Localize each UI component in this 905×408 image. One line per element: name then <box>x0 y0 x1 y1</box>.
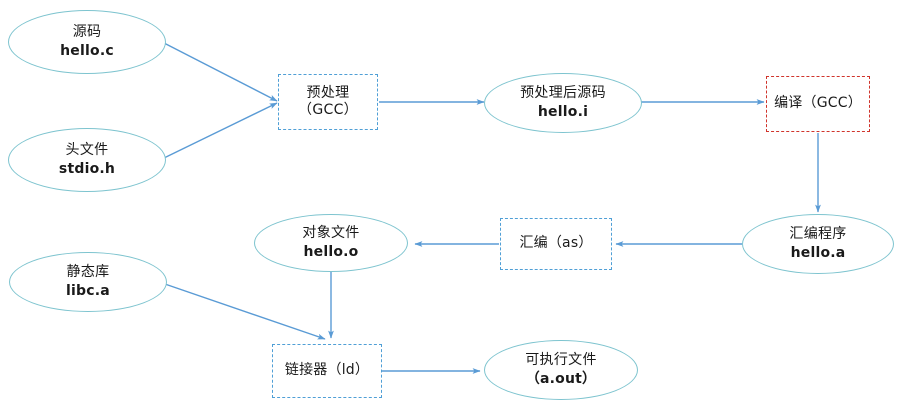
node-linker-label: 链接器（ld） <box>284 362 370 379</box>
node-preprocess-line1: 预处理 <box>306 84 350 101</box>
node-assembly-program-line1: 汇编程序 <box>789 226 847 243</box>
node-assembly-program-line2: hello.a <box>790 244 846 261</box>
node-preprocessed-source[interactable]: 预处理后源码 hello.i <box>484 73 642 133</box>
node-assemble-label: 汇编（as） <box>519 235 593 252</box>
node-preprocess[interactable]: 预处理 （GCC） <box>278 74 378 130</box>
node-source-code-line2: hello.c <box>60 42 114 59</box>
node-object-file[interactable]: 对象文件 hello.o <box>254 214 408 272</box>
node-compile-label: 编译（GCC） <box>774 95 862 112</box>
node-static-library-line1: 静态库 <box>66 264 110 281</box>
node-preprocessed-source-line1: 预处理后源码 <box>520 85 606 102</box>
node-linker[interactable]: 链接器（ld） <box>272 344 382 398</box>
node-static-library[interactable]: 静态库 libc.a <box>9 252 167 312</box>
node-compile[interactable]: 编译（GCC） <box>766 76 870 132</box>
node-preprocessed-source-line2: hello.i <box>537 103 589 120</box>
node-assembly-program[interactable]: 汇编程序 hello.a <box>742 214 894 274</box>
node-header-file[interactable]: 头文件 stdio.h <box>8 128 166 192</box>
node-source-code-line1: 源码 <box>72 24 102 41</box>
node-object-file-line1: 对象文件 <box>302 225 360 242</box>
node-executable[interactable]: 可执行文件 （a.out） <box>484 340 638 400</box>
edge-library-to-linker <box>161 282 326 340</box>
node-executable-line2: （a.out） <box>525 370 597 387</box>
edge-source-to-preprocess <box>163 42 278 102</box>
node-header-file-line2: stdio.h <box>58 160 116 177</box>
node-source-code[interactable]: 源码 hello.c <box>8 10 166 74</box>
node-executable-line1: 可执行文件 <box>525 352 597 369</box>
node-preprocess-line2: （GCC） <box>298 102 358 118</box>
node-object-file-line2: hello.o <box>303 243 359 260</box>
node-header-file-line1: 头文件 <box>65 142 109 159</box>
edge-header-to-preprocess <box>163 102 278 159</box>
node-static-library-line2: libc.a <box>66 282 110 299</box>
node-assemble[interactable]: 汇编（as） <box>500 218 612 270</box>
